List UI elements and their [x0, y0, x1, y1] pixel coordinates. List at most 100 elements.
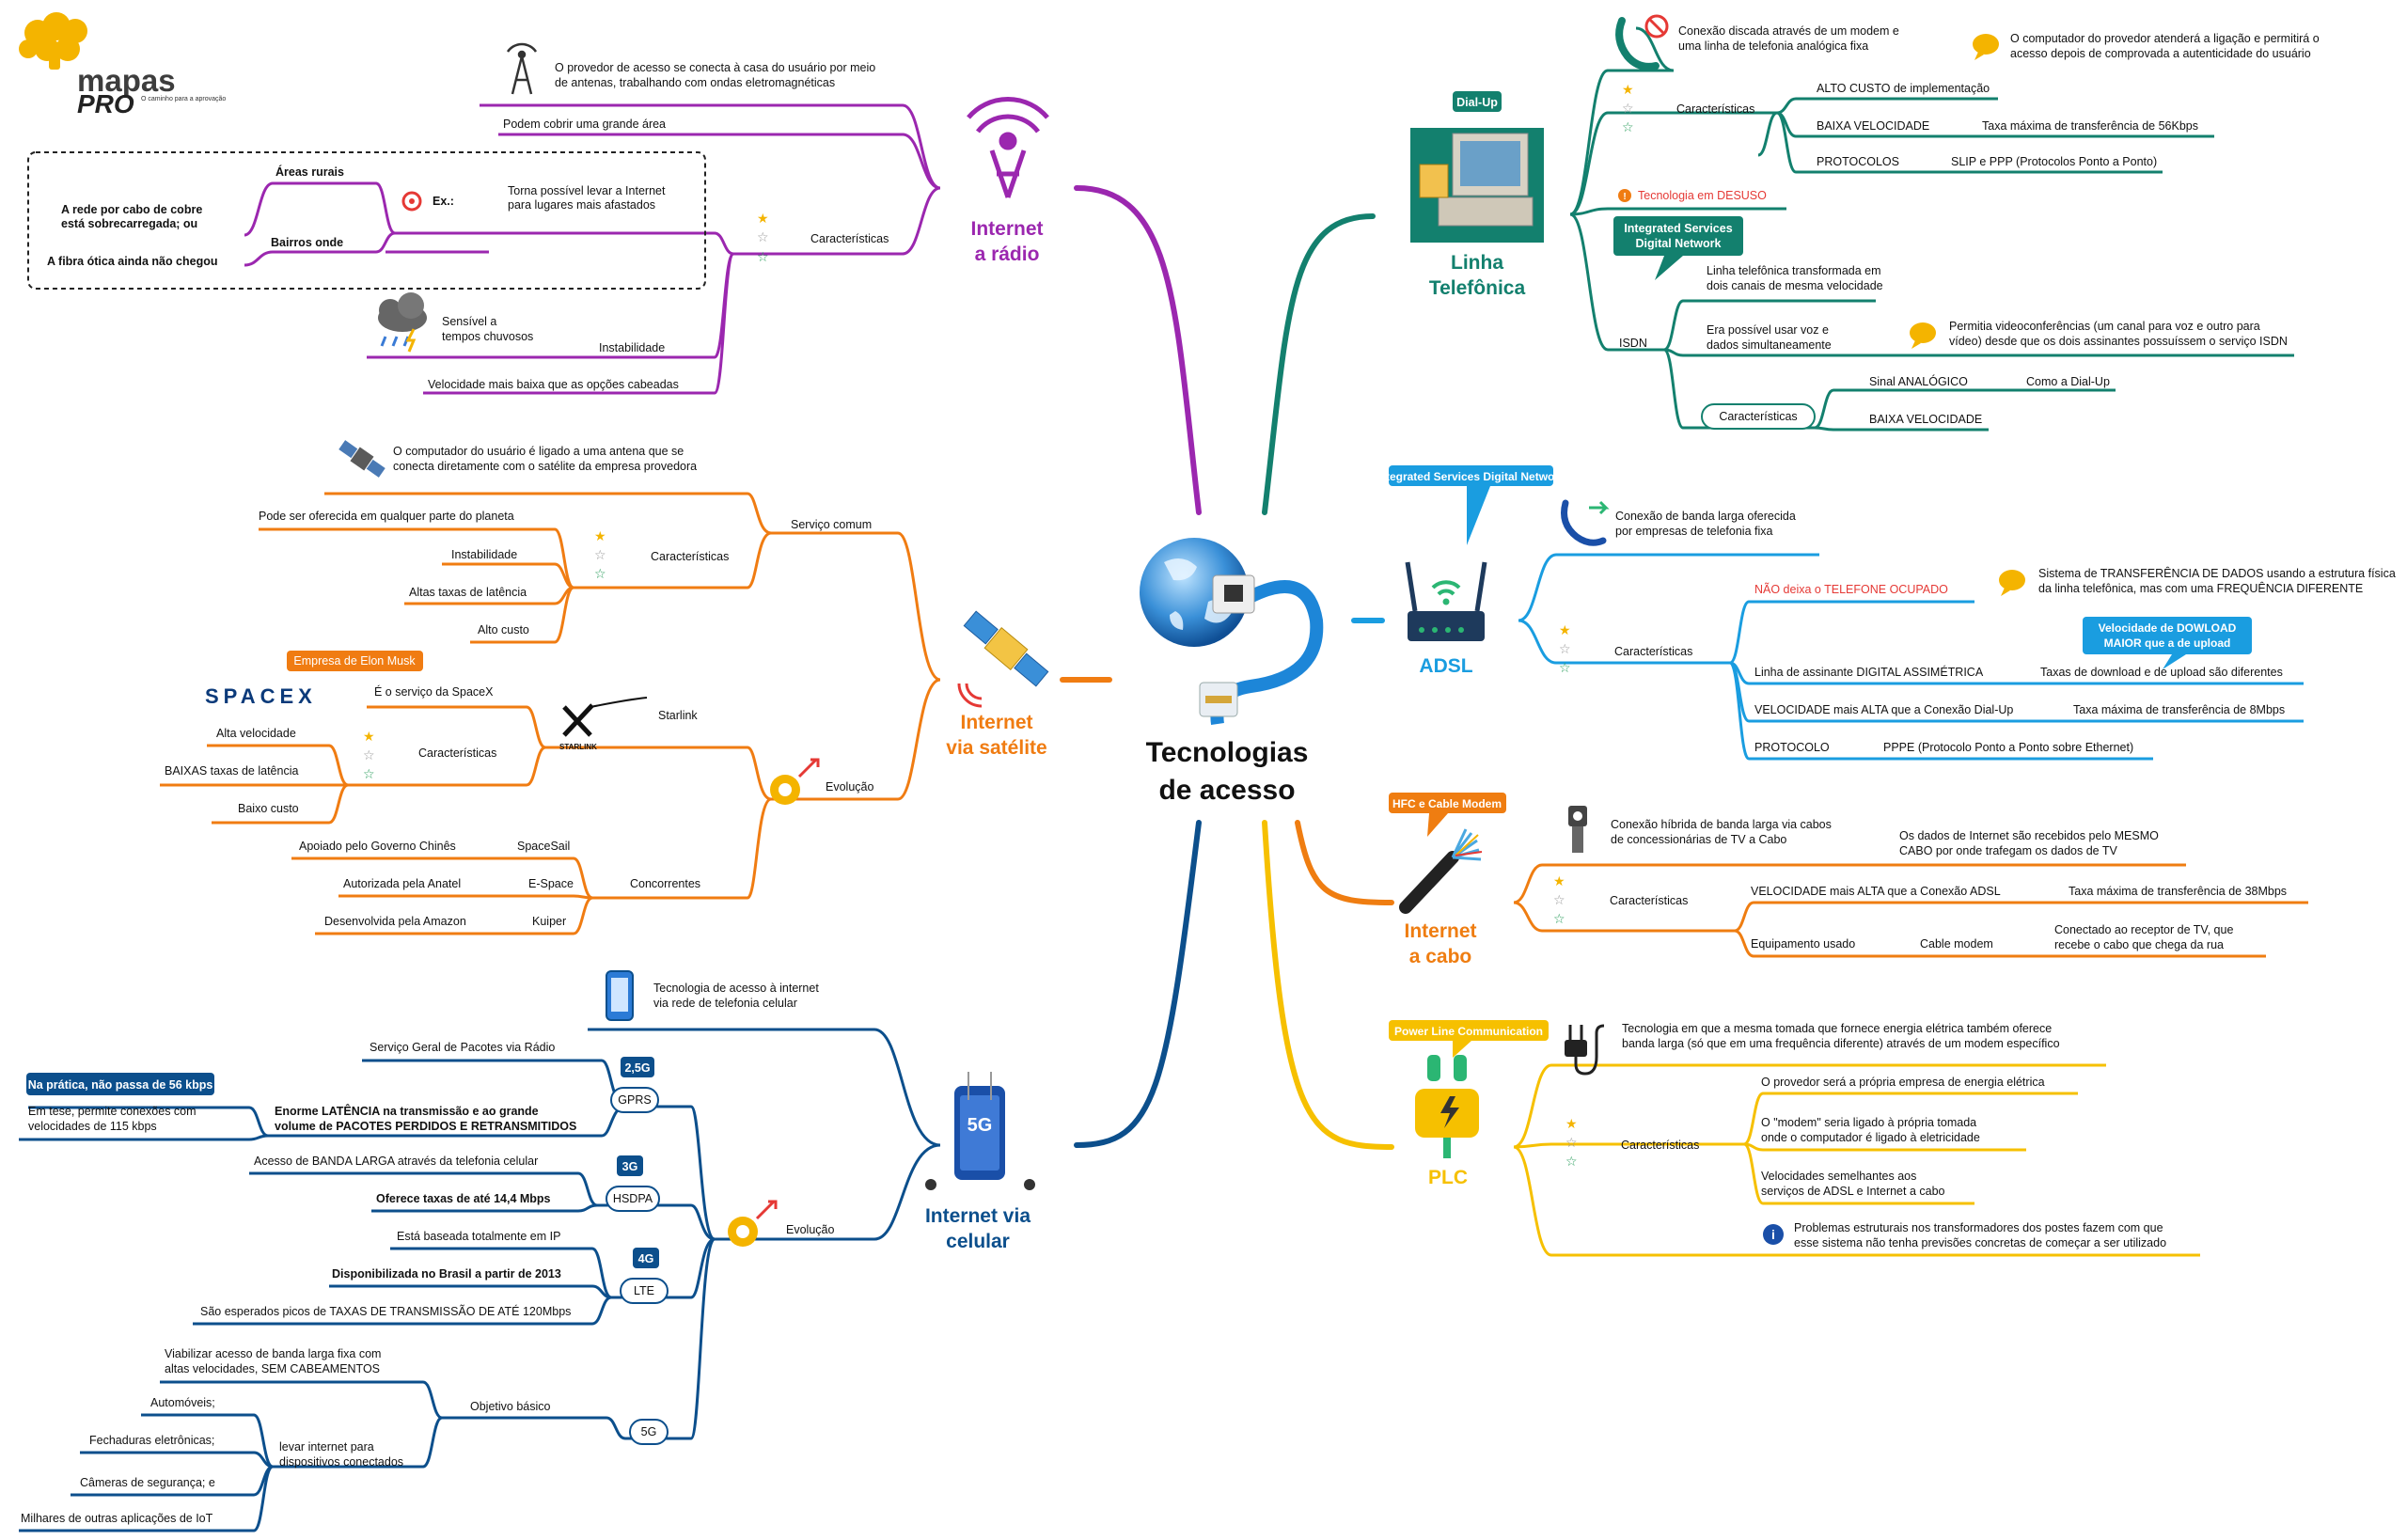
competitor-2-note: Autorizada pela Anatel [343, 877, 461, 890]
phone-protocols: PROTOCOLOS [1817, 155, 1899, 168]
device-2: Fechaduras eletrônicas; [89, 1434, 214, 1447]
plc-badge-text: Power Line Communication [1394, 1025, 1543, 1038]
satellite-evolution: Evolução [826, 780, 873, 794]
isdn-2a: Era possível usar voz e [1707, 323, 1829, 337]
cable-equip-note-2: recebe o cabo que chega da rua [2054, 938, 2224, 951]
stars-icon: ★☆☆ [363, 729, 375, 781]
adsl-desc-1: Conexão de banda larga oferecida [1615, 510, 1796, 523]
branch-cable: HFC e Cable Modem Internet a cabo Conexã… [1389, 793, 2308, 967]
satellite-desc-2: conecta diretamente com o satélite da em… [393, 460, 697, 473]
competitor-1: SpaceSail [517, 840, 570, 853]
hsdpa-node[interactable] [606, 1186, 660, 1212]
adsl-protocol: PROTOCOLO [1754, 741, 1830, 754]
stars-icon: ★☆☆ [1622, 82, 1634, 134]
cable-equip-value: Cable modem [1920, 937, 1993, 951]
lte-2: Disponibilizada no Brasil a partir de 20… [332, 1267, 561, 1281]
radio-brings-2: para lugares mais afastados [508, 198, 655, 212]
adsl-desc-2: por empresas de telefonia fixa [1615, 525, 1773, 538]
adsl-speed: VELOCIDADE mais ALTA que a Conexão Dial-… [1754, 703, 2013, 716]
competitor-2: E-Space [528, 877, 574, 890]
g5-node[interactable] [629, 1419, 669, 1445]
g5-label: 5G [641, 1425, 657, 1438]
cable-speed: VELOCIDADE mais ALTA que a Conexão ADSL [1751, 885, 2001, 898]
dialup-1a: Conexão discada através de um modem e [1678, 24, 1899, 38]
cable-desc-1: Conexão híbrida de banda larga via cabos [1611, 818, 1832, 831]
evolution-gear-icon [728, 1200, 778, 1247]
satellite-instability: Instabilidade [451, 548, 517, 561]
radio-example-label: Ex.: [433, 195, 454, 208]
plc-c1: O provedor será a própria empresa de ene… [1761, 1076, 2045, 1089]
elon-badge-text: Empresa de Elon Musk [293, 654, 416, 668]
logo: mapas PRO O caminho para a aprovação [19, 12, 226, 118]
svg-text:☆: ☆ [1553, 911, 1565, 926]
svg-text:☆: ☆ [1559, 641, 1571, 656]
plc-c3b: serviços de ADSL e Internet a cabo [1761, 1185, 1945, 1198]
lte-node[interactable] [620, 1278, 669, 1304]
hsdpa-badge [617, 1155, 643, 1176]
center-title-line1: Tecnologias [1146, 737, 1309, 768]
lte-1: Está baseada totalmente em IP [397, 1230, 560, 1243]
isdn-signal: Sinal ANALÓGICO [1869, 374, 1968, 388]
starlink-logo-icon [562, 697, 648, 737]
svg-text:☆: ☆ [1622, 101, 1634, 116]
svg-text:☆: ☆ [1565, 1135, 1578, 1150]
radio-neighborhoods: Bairros onde [271, 236, 343, 249]
branch-phone: Dial-Up Linha Telefônica Conexão discada… [1410, 14, 2320, 432]
plc-c2a: O "modem" seria ligado à própria tomada [1761, 1116, 1976, 1129]
cellular-desc-1: Tecnologia de acesso à internet [653, 982, 819, 995]
isdn-1b: dois canais de mesma velocidade [1707, 279, 1883, 292]
adsl-asym-note: Taxas de download e de upload são difere… [2040, 666, 2283, 679]
svg-text:☆: ☆ [363, 747, 375, 762]
satellite-common-service: Serviço comum [791, 518, 872, 531]
starlink-latency: BAIXAS taxas de latência [165, 764, 298, 778]
cable-desc-note-2: CABO por onde trafegam os dados de TV [1899, 844, 2118, 857]
radio-characteristics: Características [810, 232, 889, 245]
starlink-cost: Baixo custo [238, 802, 299, 815]
svg-text:★: ★ [1559, 622, 1571, 637]
competitor-3-note: Desenvolvida pela Amazon [324, 915, 466, 928]
svg-text:★: ★ [1553, 873, 1565, 888]
router-icon [1405, 561, 1487, 641]
center-node[interactable]: Tecnologias de acesso [1140, 538, 1324, 806]
adsl-download-badge [2083, 617, 2252, 654]
starlink-label: Starlink [658, 709, 698, 722]
gprs-node[interactable] [610, 1087, 659, 1113]
phone-cost: ALTO CUSTO de implementação [1817, 82, 1990, 95]
warning-icon: ! [1618, 189, 1631, 202]
svg-text:☆: ☆ [1559, 660, 1571, 675]
phone-forward-icon [1561, 499, 1610, 546]
cable-title-line2: a cabo [1409, 946, 1472, 967]
lte-3: São esperados picos de TAXAS DE TRANSMIS… [200, 1304, 571, 1318]
isdn-2b: dados simultaneamente [1707, 338, 1832, 352]
competitor-1-note: Apoiado pelo Governo Chinês [299, 840, 456, 853]
smartphone-icon [606, 970, 634, 1021]
radio-rain-1: Sensível a [442, 315, 496, 328]
adsl-asym: Linha de assinante DIGITAL ASSIMÉTRICA [1754, 665, 1984, 679]
gprs-theory-2: velocidades de 115 kbps [28, 1120, 157, 1133]
antenna-icon [506, 42, 538, 95]
tower-icon [967, 97, 1049, 198]
isdn-characteristics-node[interactable] [1701, 403, 1816, 430]
starlink-speed: Alta velocidade [216, 727, 296, 740]
satellite-anywhere: Pode ser oferecida em qualquer parte do … [259, 510, 514, 523]
radio-rural: Áreas rurais [275, 165, 344, 179]
radio-instability: Instabilidade [599, 341, 665, 354]
starlink-characteristics: Características [418, 746, 496, 760]
satellite-desc-1: O computador do usuário é ligado a uma a… [393, 445, 684, 458]
plc-info-2: esse sistema não tenha previsões concret… [1794, 1236, 2166, 1249]
svg-text:★: ★ [757, 211, 769, 226]
lte-badge [633, 1248, 659, 1268]
svg-text:☆: ☆ [757, 229, 769, 244]
phone-disuse: Tecnologia em DESUSO [1638, 189, 1767, 202]
radio-copper-1: A rede por cabo de cobre [61, 203, 202, 216]
goal-2a: levar internet para [279, 1440, 374, 1454]
cable-characteristics: Características [1610, 894, 1688, 907]
logo-tagline: O caminho para a aprovação [141, 96, 226, 102]
cable-equip-note-1: Conectado ao receptor de TV, que [2054, 923, 2233, 936]
svg-text:☆: ☆ [594, 547, 606, 562]
svg-text:☆: ☆ [1622, 119, 1634, 134]
adsl-title: ADSL [1419, 655, 1472, 677]
device-4: Milhares de outras aplicações de IoT [21, 1512, 213, 1525]
plc-title: PLC [1428, 1167, 1468, 1188]
gprs-badge-text: 2,5G [624, 1061, 650, 1075]
